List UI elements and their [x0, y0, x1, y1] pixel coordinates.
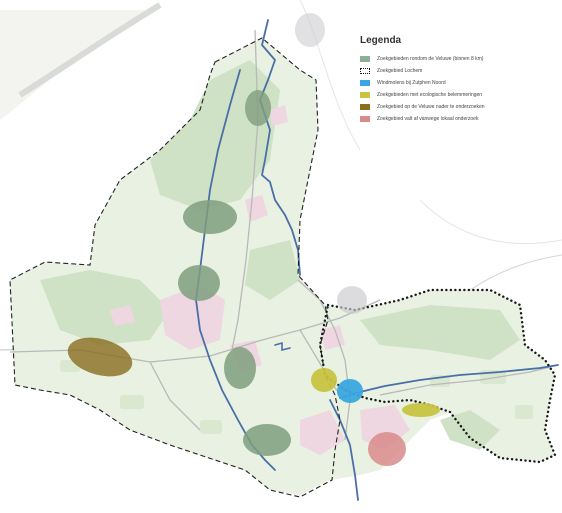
legend-label: Zoekgebied valt af vanwege lokaal onderz…	[377, 115, 479, 122]
zone-eco-2	[402, 403, 440, 417]
river-ijssel	[259, 19, 301, 276]
province-boundary	[9, 37, 341, 498]
legend-list: Zoekgebieden rondom de Veluwe (binnen 8 …	[360, 53, 558, 124]
river-south	[329, 399, 359, 501]
lochem-boundary	[318, 288, 557, 464]
legend-swatch	[360, 115, 370, 122]
legend-swatch	[360, 103, 370, 110]
legend-item-veluwe: Zoekgebieden rondom de Veluwe (binnen 8 …	[360, 53, 558, 64]
background-river	[18, 2, 162, 98]
legend-swatch	[360, 91, 370, 98]
legend-swatch	[360, 55, 370, 62]
legend-item-eco: Zoekgebieden met ecologische belemmering…	[360, 89, 558, 100]
legend-item-lochem: Zoekgebied Lochem	[360, 65, 558, 76]
legend-title: Legenda	[360, 35, 402, 46]
zone-eco-1	[311, 368, 337, 392]
zone-veluwe-3	[178, 265, 220, 301]
legend-item-wind: Windmolens bij Zutphen Noord	[360, 77, 558, 88]
legend-label: Zoekgebieden met ecologische belemmering…	[377, 91, 483, 98]
zone-veluwe-5	[243, 424, 291, 456]
zone-wind-zutphen	[337, 379, 363, 403]
river-berkel	[339, 364, 559, 399]
search-zones	[67, 13, 440, 466]
legend-item-research: Zoekgebied op de Veluwe nader te onderzo…	[360, 101, 558, 112]
legend-label: Zoekgebied op de Veluwe nader te onderzo…	[377, 103, 485, 110]
legend-label: Zoekgebieden rondom de Veluwe (binnen 8 …	[377, 55, 484, 62]
zone-dropped	[368, 432, 406, 466]
legend-swatch	[360, 79, 370, 86]
dotted-boundary-icon	[360, 67, 370, 74]
zone-neutral-top	[295, 13, 325, 47]
legend-label: Zoekgebied Lochem	[377, 67, 423, 74]
legend-label: Windmolens bij Zutphen Noord	[377, 79, 446, 86]
zone-veluwe-1	[245, 90, 271, 126]
legend-item-dropped: Zoekgebied valt af vanwege lokaal onderz…	[360, 113, 558, 124]
map-legend: Legenda Zoekgebieden rondom de Veluwe (b…	[360, 35, 558, 125]
zone-research-veluwe	[67, 337, 133, 377]
forest-areas	[40, 60, 520, 450]
zone-veluwe-2	[183, 200, 237, 234]
zone-neutral-mid	[337, 286, 367, 314]
zone-veluwe-4	[224, 347, 256, 389]
